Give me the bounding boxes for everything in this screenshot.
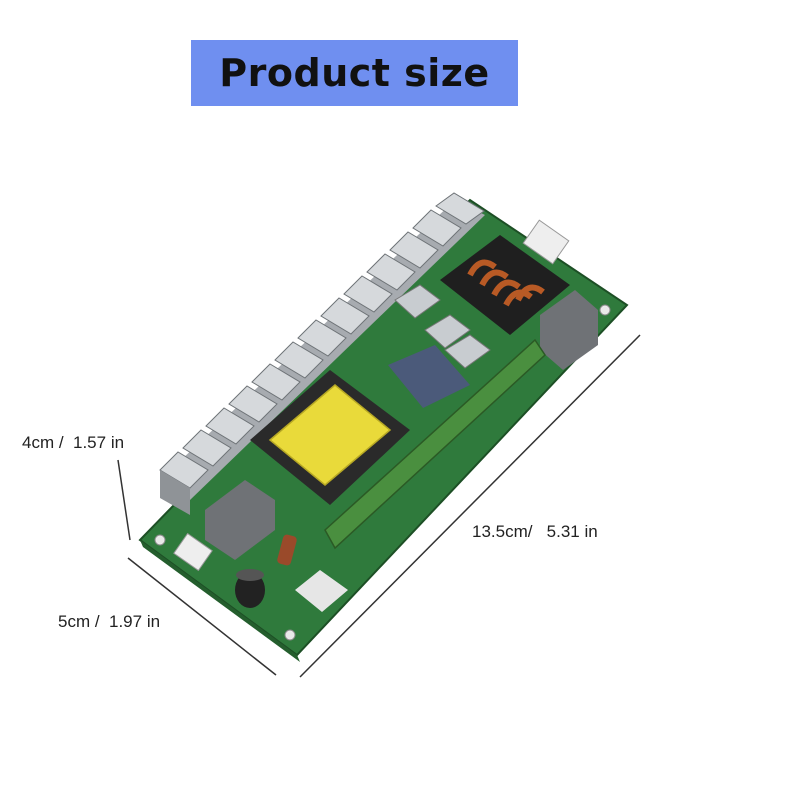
resistor <box>277 534 297 566</box>
film-capacitor <box>540 290 598 370</box>
copper-coil <box>467 259 545 307</box>
mounting-hole <box>599 304 611 316</box>
title-banner: Product size <box>191 40 518 106</box>
title-text: Product size <box>219 51 490 95</box>
daughter-board <box>324 338 546 550</box>
width-dimension-line <box>127 557 277 676</box>
heatsink-side <box>160 470 190 515</box>
heatsink-fins <box>159 192 485 489</box>
transformer-tape <box>268 384 392 486</box>
film-capacitor <box>205 480 275 560</box>
electrolytic-capacitor <box>235 572 265 608</box>
mounting-hole <box>154 534 166 546</box>
mosfets <box>394 284 491 369</box>
length-dimension-label: 13.5cm/ 5.31 in <box>472 522 598 541</box>
height-dimension-label: 4cm / 1.57 in <box>22 433 125 452</box>
ic-chip <box>388 345 470 408</box>
label-sticker <box>295 570 348 612</box>
connector-left <box>173 532 213 572</box>
length-dimension-line <box>299 334 641 678</box>
connector-right <box>522 219 570 265</box>
height-dimension-line <box>117 459 131 541</box>
width-dimension-label: 5cm / 1.97 in <box>58 612 161 631</box>
mounting-hole <box>284 629 296 641</box>
pcb-board-edge <box>140 540 300 662</box>
